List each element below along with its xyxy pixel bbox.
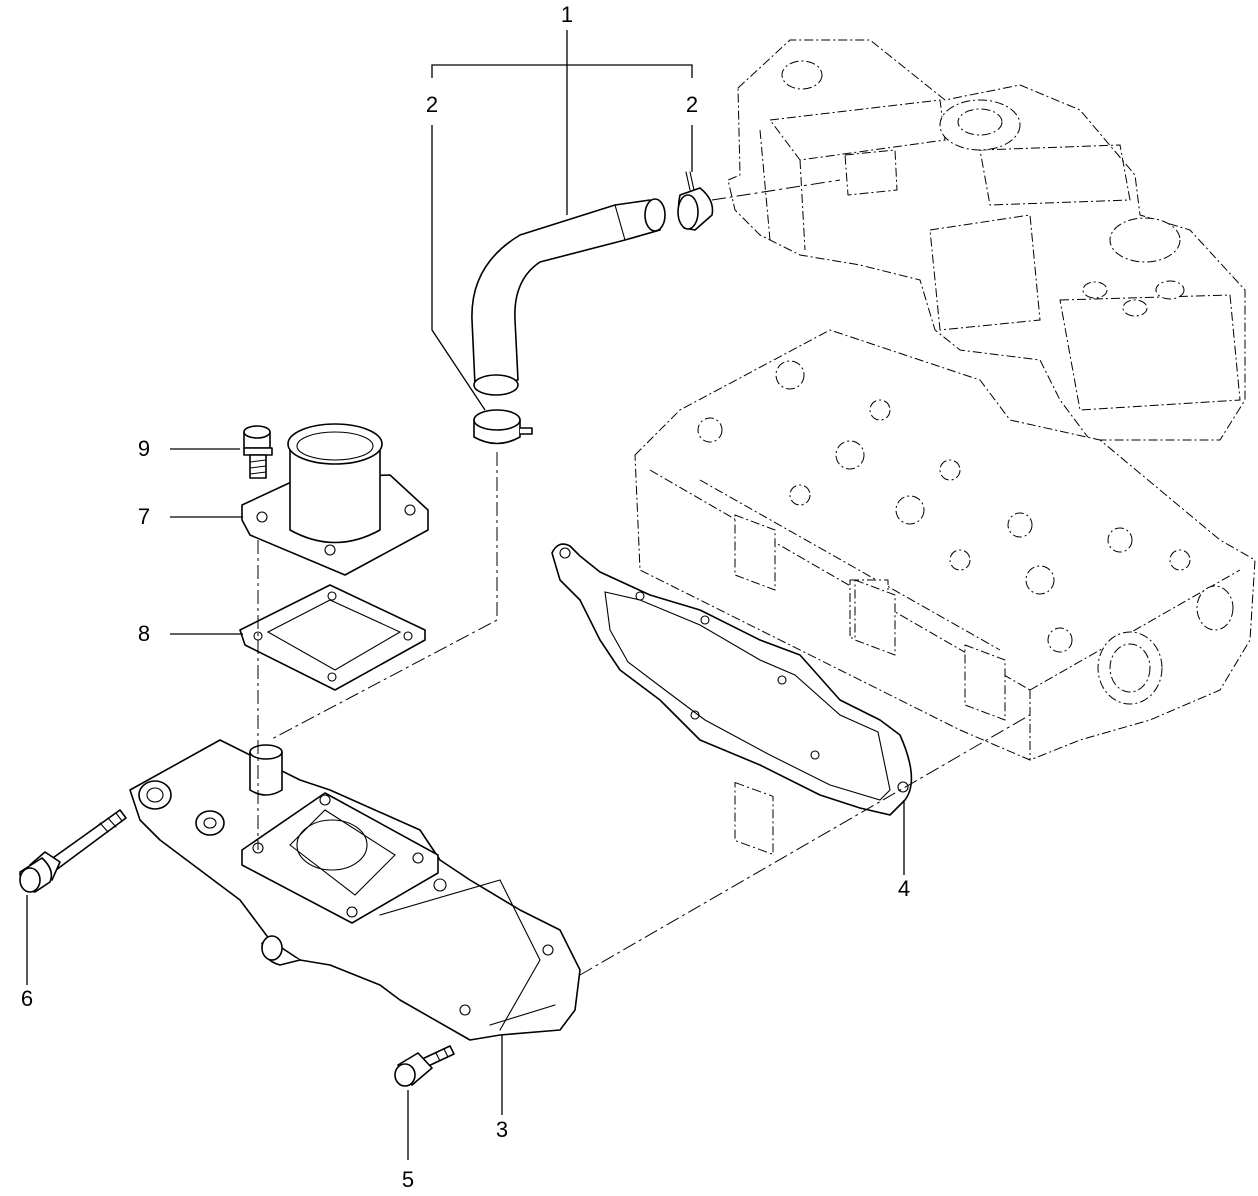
manifold-gasket bbox=[551, 543, 913, 816]
leader-lines bbox=[26, 30, 905, 1160]
callout-7: 7 bbox=[138, 504, 150, 529]
callout-4: 4 bbox=[898, 876, 910, 901]
bolt-6 bbox=[19, 809, 127, 893]
thermostat-cover bbox=[241, 423, 429, 576]
hose-clamp-lower bbox=[473, 409, 533, 445]
thermostat-gasket bbox=[239, 584, 426, 691]
callout-labels: 1 2 2 9 7 8 4 6 3 5 bbox=[21, 2, 910, 1192]
cylinder-head-ghost bbox=[634, 329, 1256, 855]
callout-3: 3 bbox=[496, 1117, 508, 1142]
callout-9: 9 bbox=[138, 436, 150, 461]
bolt-9 bbox=[243, 425, 273, 479]
callout-1: 1 bbox=[561, 2, 573, 27]
hose-clamp-upper bbox=[677, 171, 714, 231]
callout-8: 8 bbox=[138, 621, 150, 646]
water-manifold bbox=[129, 739, 581, 1041]
hose bbox=[471, 198, 666, 396]
valve-cover-ghost bbox=[727, 39, 1246, 441]
callout-2-right: 2 bbox=[686, 92, 698, 117]
callout-6: 6 bbox=[21, 986, 33, 1011]
assembly-centerlines bbox=[257, 179, 1031, 976]
callout-2-left: 2 bbox=[426, 92, 438, 117]
bolt-5 bbox=[394, 1045, 455, 1087]
callout-5: 5 bbox=[402, 1167, 414, 1192]
